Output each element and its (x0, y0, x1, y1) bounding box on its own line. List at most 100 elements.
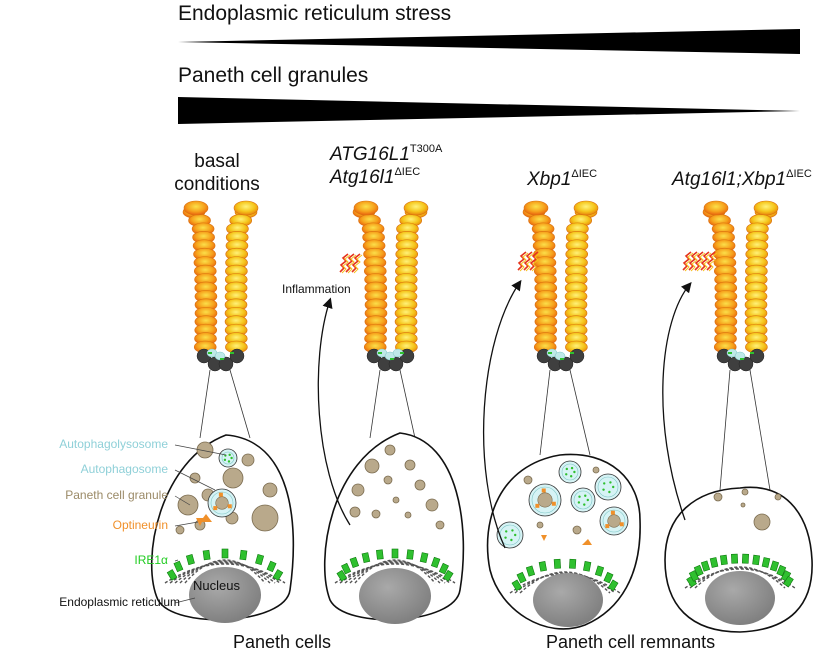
zoom-line (369, 369, 381, 439)
autophagosome-content (573, 470, 576, 474)
legend-leader-line (174, 444, 227, 456)
ire1-mark (688, 570, 700, 582)
optineurin-cluster (200, 514, 212, 522)
autophagosome-content (504, 536, 507, 539)
paneth-granule (251, 504, 279, 532)
legend-leader-line (174, 559, 179, 562)
engulfed-granule (537, 492, 553, 508)
inflammation-label: Inflammation (282, 282, 351, 296)
paneth-granule (177, 494, 199, 516)
optineurin-cluster (541, 535, 547, 541)
autophagosome-membrane (573, 490, 593, 510)
paneth-granule (351, 483, 365, 497)
legend-autophagosome: Autophagosome (80, 462, 168, 476)
ire1-mark (349, 556, 360, 569)
flame-mark (531, 252, 541, 272)
autophagosome-content (223, 458, 227, 462)
crypt-segment (353, 200, 379, 216)
crypt-ire1-mark (378, 352, 382, 354)
ire1-mark (525, 565, 536, 577)
crypt-ire1-mark (750, 352, 754, 354)
paneth-granule (536, 521, 544, 529)
paneth-granule (262, 482, 278, 498)
legend-leader-line (174, 521, 199, 527)
paneth-granule (189, 472, 201, 484)
autophagosome-content (514, 533, 517, 537)
optineurin-mark (227, 504, 232, 509)
autophagosome-membrane (210, 491, 234, 515)
paneth-granule (741, 488, 749, 496)
flame-mark (351, 253, 361, 273)
ire1-mark (538, 561, 547, 572)
autophagosome-membrane (531, 486, 559, 514)
condition-atg-label: ATG16L1T300A Atg16l1ΔIEC (330, 142, 443, 188)
flame-mark (529, 251, 539, 271)
autophagosome-content (609, 481, 612, 484)
ire1-mark (603, 571, 614, 584)
ire1-mark (266, 560, 277, 573)
paneth-granule (713, 492, 723, 502)
crypt-base-cell (229, 348, 245, 364)
optineurin-mark (619, 522, 624, 527)
ire1-mark (239, 549, 248, 561)
autophagosome-membrane (561, 463, 579, 481)
crypt-segment (523, 200, 549, 216)
flame-mark (517, 251, 527, 271)
ire1-mark (166, 569, 178, 581)
autophagosome-content (577, 501, 581, 504)
ire1-mark (752, 554, 761, 566)
inflammation-flames (682, 251, 718, 272)
ire1-mark (700, 560, 711, 572)
autophagosome-content (578, 495, 581, 498)
legend-paneth-granule: Paneth cell granule (65, 488, 168, 502)
legend-leader-line (174, 495, 191, 506)
er-membrane (354, 559, 436, 584)
paneth-granule (414, 479, 426, 491)
nucleus-double (705, 571, 775, 625)
nucleus-xbp1 (533, 573, 603, 627)
crypt-segment (573, 200, 599, 216)
autophagosome-content (569, 475, 573, 478)
ire1-mark (783, 575, 794, 588)
inflammation-flames (339, 253, 363, 274)
flame-mark (347, 254, 357, 274)
optineurin-mark (541, 488, 546, 493)
paneth-granule (740, 502, 746, 508)
crypt-segment (183, 200, 209, 216)
paneth-granule (404, 511, 412, 519)
flame-mark (523, 251, 533, 271)
paneth-granule (592, 466, 600, 474)
ire1-mark (272, 569, 284, 581)
ire1-mark (336, 569, 348, 582)
paneth-granule (572, 525, 582, 535)
crypt-base-cell (388, 356, 404, 372)
autophagosome-content (612, 485, 615, 489)
ire1-mark (419, 552, 429, 564)
legend-ire1a: IRE1α (134, 553, 168, 567)
flame-mark (525, 252, 535, 272)
engulfed-granule (215, 496, 229, 510)
paneth-granule (371, 509, 381, 519)
autophagosome-content (230, 456, 233, 460)
er-stress-wedge (178, 29, 800, 54)
ire1-mark (430, 556, 441, 569)
legend-autophagolysosome: Autophagolysosome (59, 437, 168, 451)
crypt-atg (352, 200, 429, 372)
paneth-granule (364, 458, 380, 474)
ire1-mark (438, 562, 449, 575)
flame-mark (702, 252, 712, 272)
zoom-line (199, 369, 211, 439)
crypt-base-cell (558, 356, 574, 372)
autophagosome-content (227, 460, 231, 463)
ire1-mark (221, 548, 229, 559)
paneth-granule (349, 506, 361, 518)
crypt-base-cell (218, 356, 234, 372)
autophagosome-content (565, 473, 568, 476)
crypt-base-cell (738, 356, 754, 372)
autophagosome-content (586, 498, 589, 502)
ire1-mark (607, 579, 619, 592)
crypt-segment (233, 200, 259, 216)
flame-mark (339, 253, 349, 273)
ire1-mark (776, 564, 787, 577)
